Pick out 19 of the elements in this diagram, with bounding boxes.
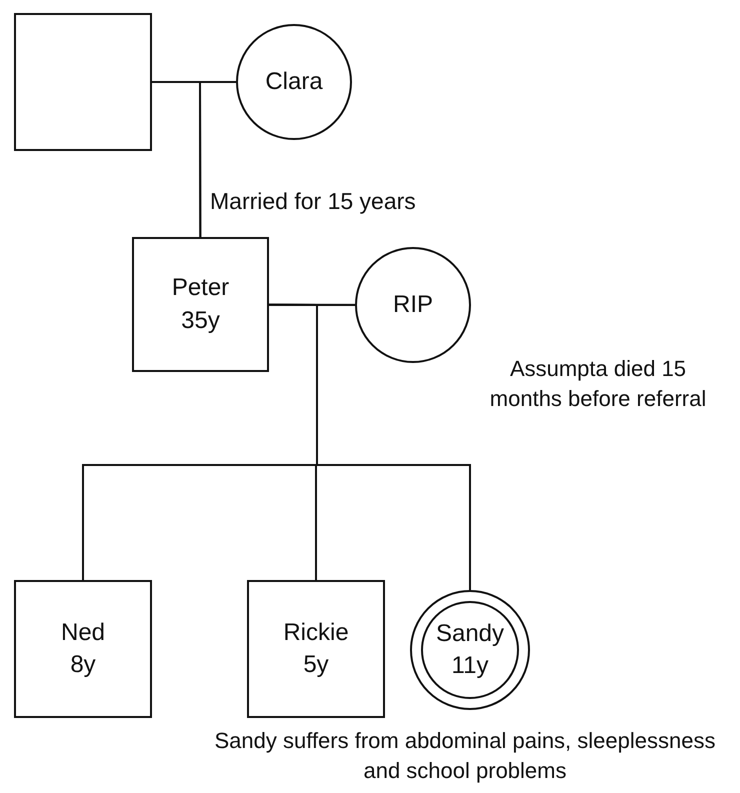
age-label: 11y	[452, 651, 488, 681]
age-label: 8y	[70, 650, 96, 680]
person-name: Ned	[60, 618, 106, 648]
identified-patient-circle	[410, 590, 530, 710]
note-text: Sandy suffers from abdominal pains, sleeplessness and school problems	[214, 727, 716, 785]
male-square	[247, 580, 385, 718]
age-label: 5y	[303, 650, 329, 680]
relationship-line	[199, 81, 236, 237]
age-label: 35y	[181, 306, 220, 336]
person-name: Clara	[265, 66, 323, 97]
note-text: Assumpta died 15 months before referral	[488, 355, 708, 413]
male-square	[14, 13, 152, 151]
note-text: Married for 15 years	[210, 188, 416, 215]
person-name: Peter	[172, 273, 230, 304]
male-square	[132, 237, 269, 372]
male-square	[14, 580, 152, 718]
person-name: Sandy	[436, 618, 504, 649]
person-name: Rickie	[283, 618, 349, 648]
person-name: RIP	[392, 290, 433, 320]
